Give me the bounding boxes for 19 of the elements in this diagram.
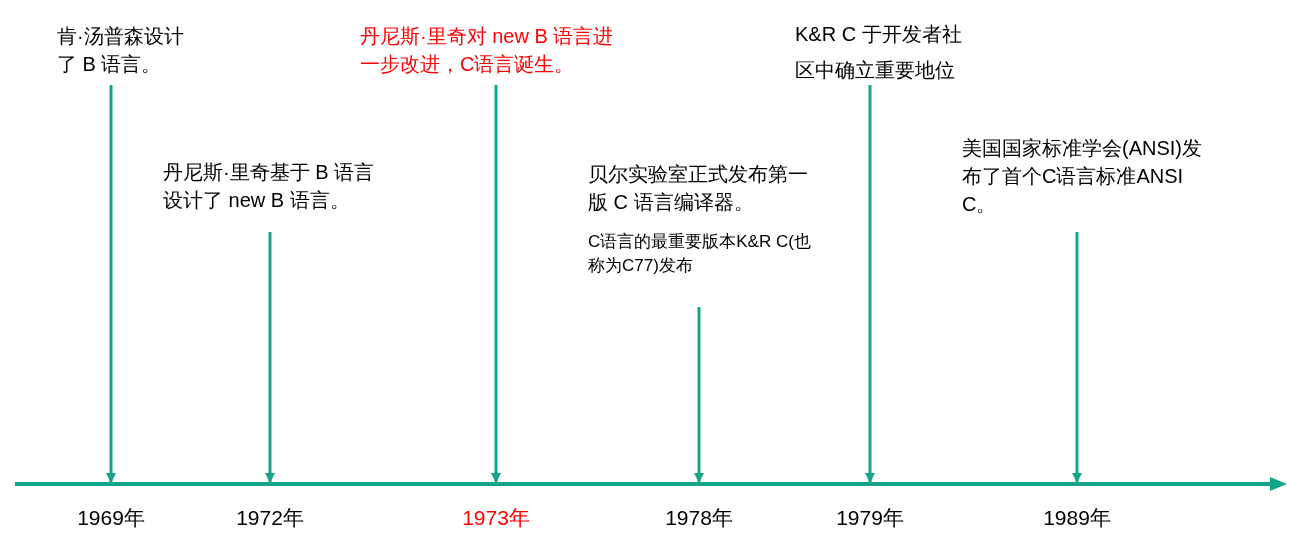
- year-label: 1969年: [76, 505, 146, 531]
- arrow: [694, 307, 704, 483]
- arrow: [491, 85, 501, 483]
- event-text: C语言的最重要版本K&R C(也称为C77)发布: [588, 231, 812, 277]
- year-label: 1978年: [664, 505, 734, 531]
- event-text: 贝尔实验室正式发布第一版 C 语言编译器。: [588, 162, 809, 215]
- event-text: 肯·汤普森设计了 B 语言。: [57, 24, 185, 77]
- arrow: [106, 85, 116, 483]
- arrow: [265, 232, 275, 483]
- year-label: 1979年: [835, 505, 905, 531]
- event-text: 美国国家标准学会(ANSI)发布了首个C语言标准ANSI C。: [962, 136, 1203, 217]
- arrow: [1072, 232, 1082, 483]
- year-label: 1972年: [235, 505, 305, 531]
- year-label: 1989年: [1042, 505, 1112, 531]
- event-text: 丹尼斯·里奇对 new B 语言进一步改进，C语言诞生。: [360, 24, 615, 77]
- arrow: [865, 85, 875, 483]
- year-label: 1973年: [461, 505, 531, 531]
- event-text: 丹尼斯·里奇基于 B 语言设计了 new B 语言。: [163, 160, 376, 213]
- event-text: K&R C 于开发者社区中确立重要地位: [795, 22, 963, 83]
